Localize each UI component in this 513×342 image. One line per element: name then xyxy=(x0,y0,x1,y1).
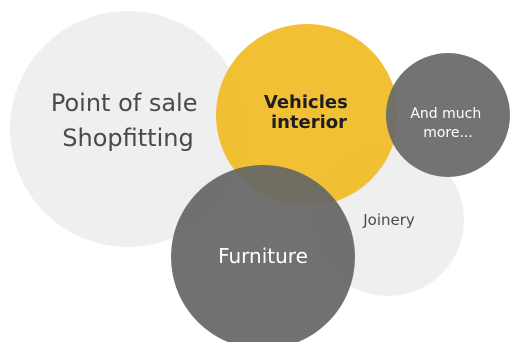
label-vehicles-interior-line-1: Vehicles xyxy=(264,92,348,113)
label-and-much-more-line-2: more... xyxy=(423,125,473,141)
circle-point-of-sale xyxy=(10,11,246,247)
label-point-of-sale-line-1: Point of sale xyxy=(51,89,198,117)
label-and-much-more-line-1: And much xyxy=(410,106,481,122)
label-and-much-more: And much more... xyxy=(410,106,485,141)
label-furniture-line-1: Furniture xyxy=(218,244,308,268)
label-joinery: Joinery xyxy=(362,211,415,229)
label-joinery-line-1: Joinery xyxy=(362,211,415,229)
label-furniture: Furniture xyxy=(218,244,308,268)
circle-and-much-more xyxy=(386,53,510,177)
label-point-of-sale-line-2: Shopfitting xyxy=(62,124,193,152)
label-vehicles-interior: Vehicles interior xyxy=(264,92,354,133)
label-vehicles-interior-line-2: interior xyxy=(271,112,347,133)
circle-furniture xyxy=(171,165,355,342)
circle-vehicles-interior xyxy=(216,24,398,206)
label-point-of-sale: Point of sale Shopfitting xyxy=(51,89,205,152)
